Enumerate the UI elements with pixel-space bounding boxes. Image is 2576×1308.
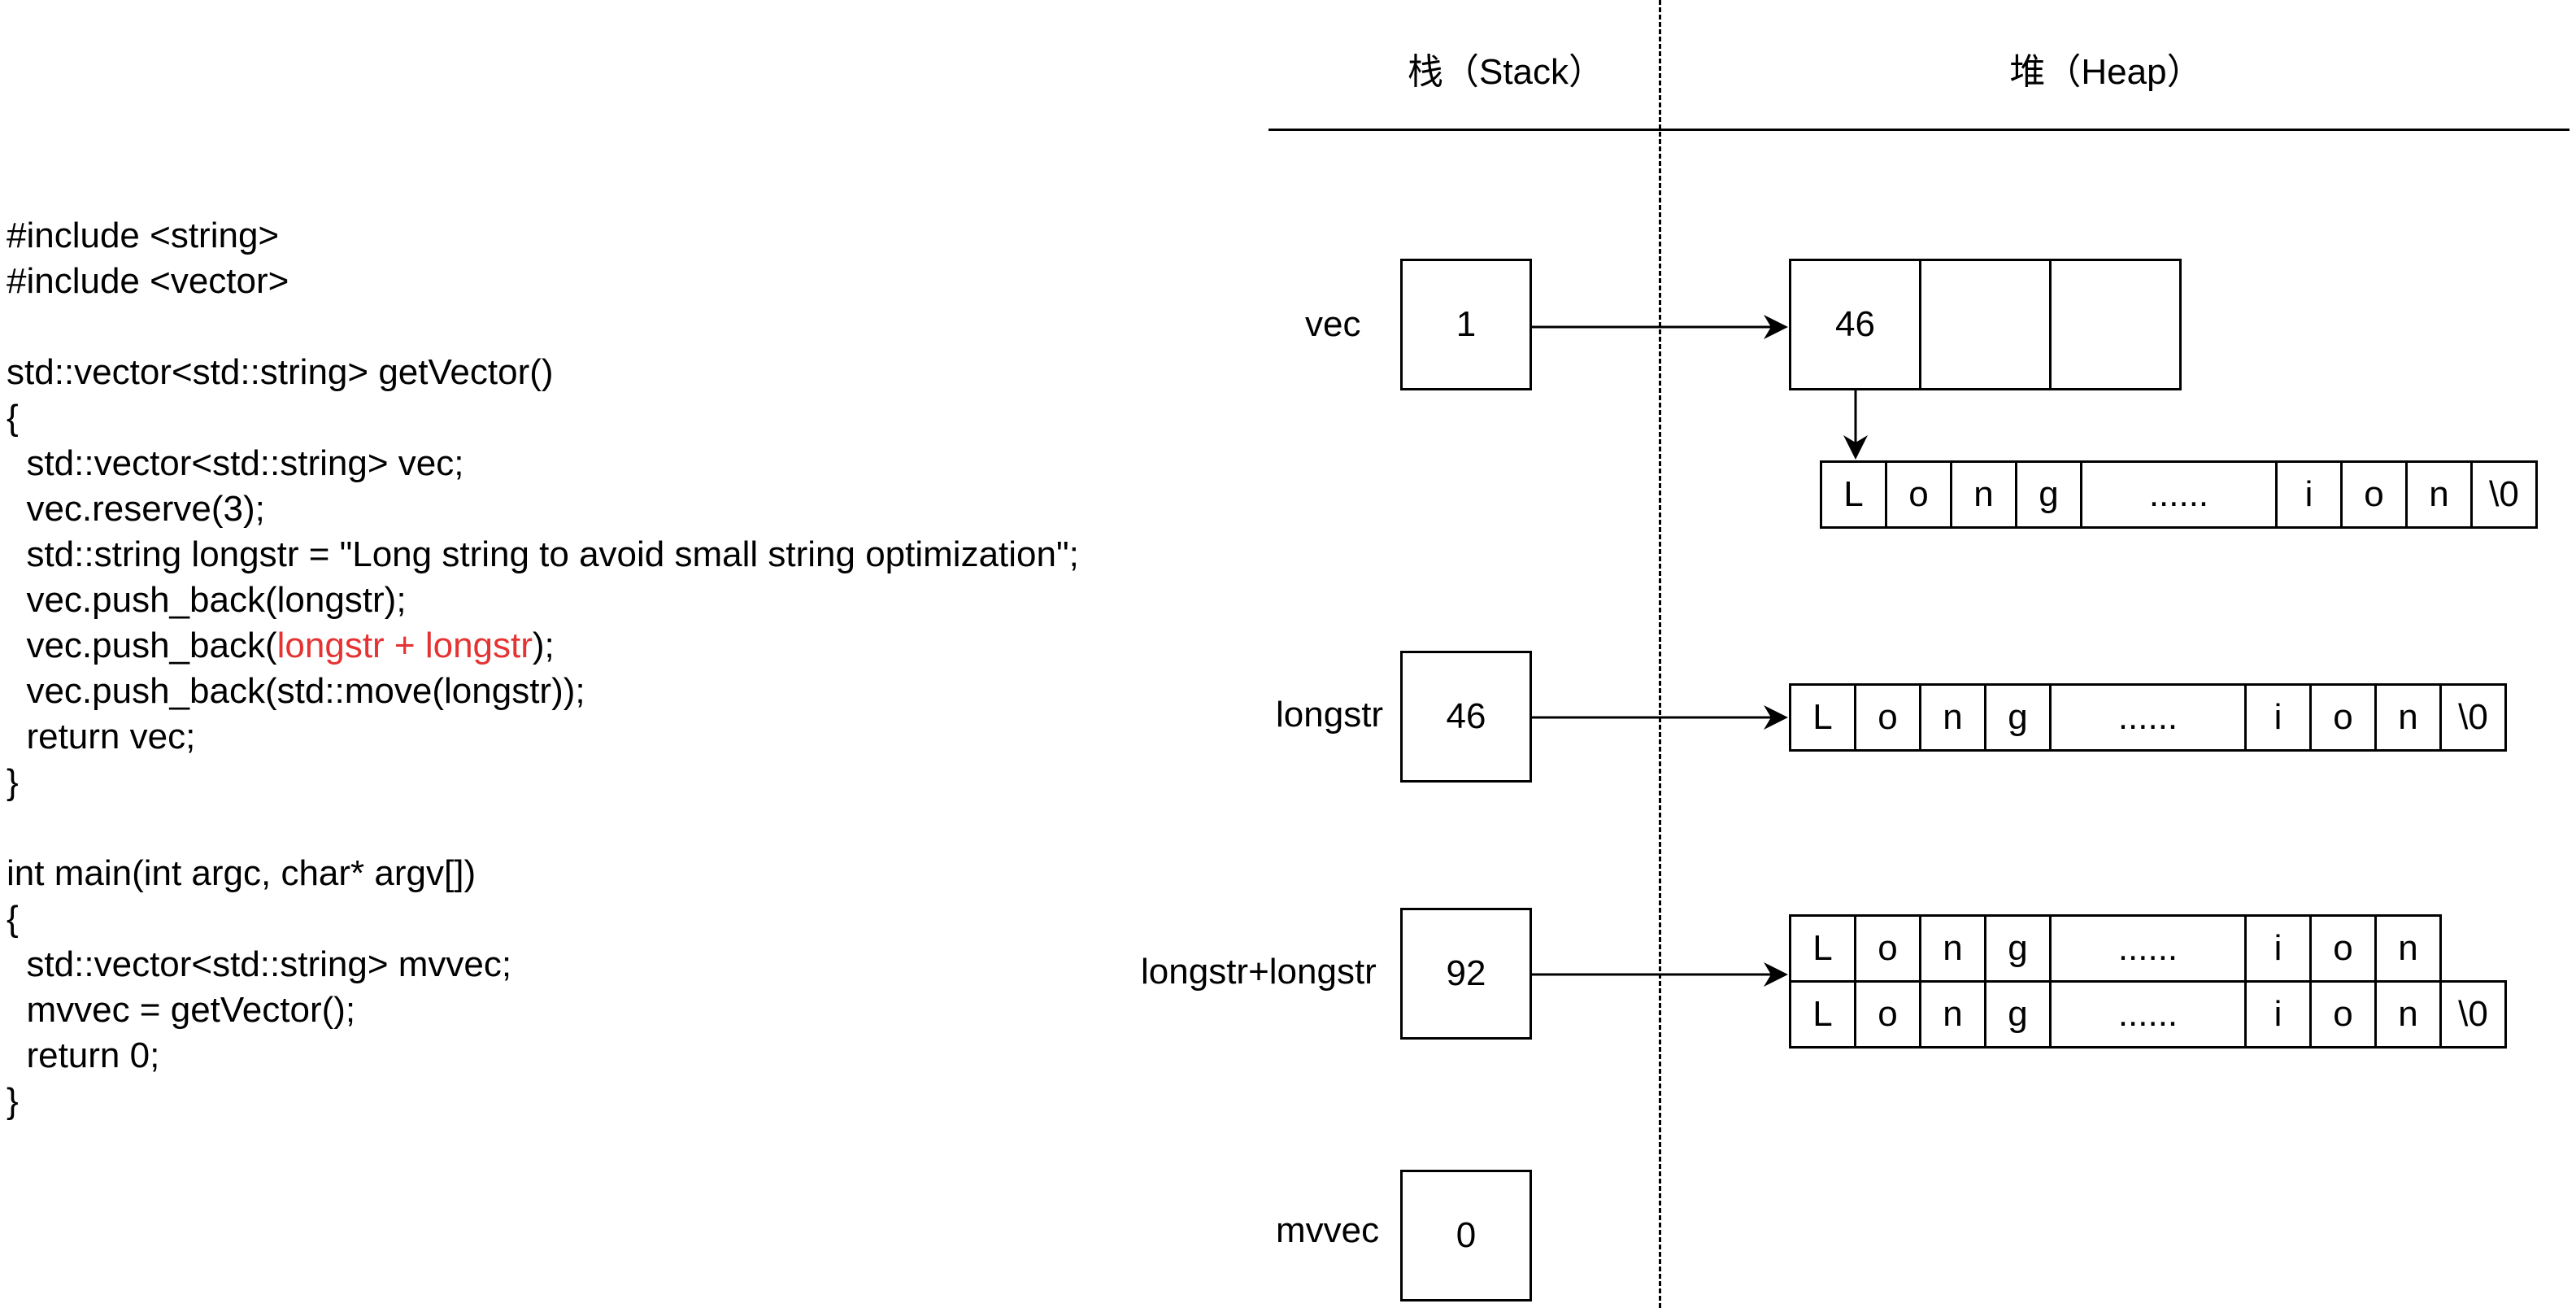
vec-slot [1921,261,2052,388]
code-text: #include <vector> [7,261,289,301]
char-cell: g [1986,983,2052,1046]
code-line: mvvec = getVector(); [7,988,1079,1033]
code-text: std::string longstr = "Long string to av… [7,534,1079,574]
code-text: std::vector<std::string> vec; [7,443,464,483]
char-cell: ...... [2052,686,2247,749]
stack-header: 栈（Stack） [1407,52,1605,92]
code-listing: #include <string>#include <vector>std::v… [7,213,1079,1124]
char-cell: o [2312,917,2377,980]
char-cell: i [2247,686,2312,749]
code-text: std::vector<std::string> mvvec; [7,944,512,984]
mvvec-stack-box: 0 [1400,1170,1532,1301]
longstr-label: longstr [1276,695,1384,735]
concat-stack-box: 92 [1400,908,1532,1040]
char-cell: n [1921,983,1986,1046]
vec-slot: 46 [1791,261,1921,388]
char-cell: g [1986,686,2052,749]
code-text: } [7,762,19,802]
char-cell: n [2377,917,2442,980]
longstr-stack-box: 46 [1400,651,1532,783]
stack-heap-divider [1659,0,1661,1308]
code-line: vec.push_back(std::move(longstr)); [7,669,1079,714]
code-line: } [7,760,1079,805]
code-text: vec.push_back(longstr); [7,580,407,620]
heap-header: 堆（Heap） [2009,52,2203,92]
vec-label: vec [1305,304,1361,344]
code-text: ); [532,626,555,665]
char-cell: o [2312,983,2377,1046]
code-line: { [7,395,1079,441]
code-text: int main(int argc, char* argv[]) [7,853,476,893]
code-text: { [7,398,19,438]
highlighted-code: longstr + longstr [276,626,533,665]
code-text: #include <string> [7,216,280,255]
code-line: } [7,1079,1079,1124]
code-text: vec.push_back( [7,626,277,665]
code-line: std::vector<std::string> getVector() [7,350,1079,395]
char-cell: n [2377,686,2442,749]
code-line: std::vector<std::string> vec; [7,441,1079,486]
char-cell: i [2278,463,2343,526]
concat-label: longstr+longstr [1141,952,1377,992]
char-cell: \0 [2442,983,2507,1046]
char-cell: L [1791,686,1856,749]
code-line: #include <vector> [7,259,1079,304]
code-text: return 0; [7,1036,160,1075]
code-text: return vec; [7,717,196,756]
char-cell: i [2247,983,2312,1046]
mvvec-label: mvvec [1276,1210,1380,1250]
char-cell: o [1856,686,1921,749]
char-cell: n [2408,463,2473,526]
char-cell: n [1921,917,1986,980]
char-cell: n [1952,463,2017,526]
code-line: #include <string> [7,213,1079,259]
code-line: vec.reserve(3); [7,486,1079,532]
code-text: std::vector<std::string> getVector() [7,352,554,392]
code-line: return 0; [7,1033,1079,1079]
vec-stack-box: 1 [1400,259,1532,390]
code-line: vec.push_back(longstr + longstr); [7,623,1079,669]
char-cell: g [2017,463,2082,526]
code-line: int main(int argc, char* argv[]) [7,851,1079,896]
char-cell: L [1791,983,1856,1046]
char-cell: o [2312,686,2377,749]
char-cell: o [2343,463,2408,526]
char-cell: L [1791,917,1856,980]
char-cell: \0 [2473,463,2538,526]
char-cell: n [1921,686,1986,749]
code-line: vec.push_back(longstr); [7,578,1079,623]
vec-heap-buffer: 46 [1789,259,2182,390]
char-cell: i [2247,917,2312,980]
char-cell: L [1822,463,1887,526]
code-text: { [7,899,19,939]
char-cell: \0 [2442,686,2507,749]
char-cell: o [1856,983,1921,1046]
char-cell: ...... [2052,917,2247,980]
code-text: vec.push_back(std::move(longstr)); [7,671,585,711]
vec-slot [2052,261,2182,388]
char-cell: ...... [2052,983,2247,1046]
code-text: vec.reserve(3); [7,489,265,529]
char-cell: ...... [2082,463,2278,526]
char-cell: o [1887,463,1952,526]
char-cell: n [2377,983,2442,1046]
header-divider [1268,129,2569,131]
char-cell: o [1856,917,1921,980]
char-cell: g [1986,917,2052,980]
code-line: std::vector<std::string> mvvec; [7,942,1079,988]
code-line: return vec; [7,714,1079,760]
code-text: } [7,1081,19,1121]
code-line: std::string longstr = "Long string to av… [7,532,1079,578]
code-text: mvvec = getVector(); [7,990,356,1030]
code-line: { [7,896,1079,942]
